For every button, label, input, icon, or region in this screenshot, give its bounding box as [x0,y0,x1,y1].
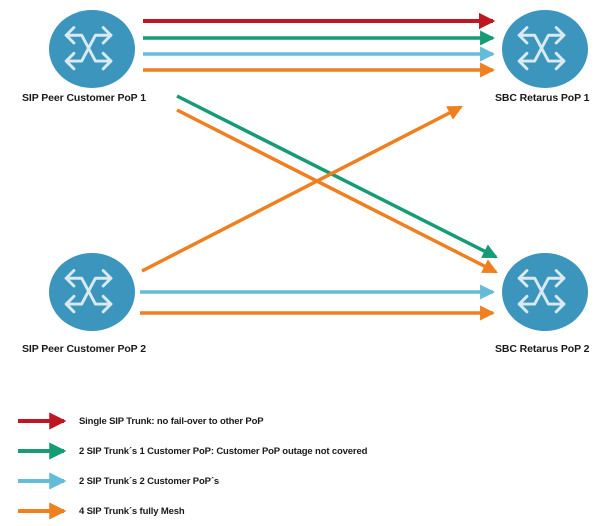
legend-label-single-sip-trunk: Single SIP Trunk: no fail-over to other … [79,416,264,427]
node-circle [49,10,135,88]
connection-orange-peer2-sbc1 [141,105,463,273]
node-circle [502,253,588,331]
connection-lines [140,12,498,321]
node-label-peer2: SIP Peer Customer PoP 2 [22,343,146,355]
legend-arrows [18,412,67,520]
node-circle [49,253,135,331]
connection-green-peer1-sbc2 [176,94,498,259]
node-peer1[interactable] [49,10,135,88]
node-label-peer1: SIP Peer Customer PoP 1 [22,92,146,104]
legend-label-two-trunks-one-pop: 2 SIP Trunk´s 1 Customer PoP: Customer P… [79,446,368,457]
node-sbc2[interactable] [502,253,588,331]
node-peer2[interactable] [49,253,135,331]
node-label-sbc1: SBC Retarus PoP 1 [495,92,590,104]
node-sbc1[interactable] [502,10,588,88]
legend-label-two-trunks-two-pops: 2 SIP Trunk´s 2 Customer PoP´s [79,476,219,487]
legend-label-four-trunks-mesh: 4 SIP Trunk´s fully Mesh [79,506,185,517]
node-label-sbc2: SBC Retarus PoP 2 [495,343,590,355]
node-circle [502,10,588,88]
connection-orange-peer1-sbc2 [176,108,498,274]
